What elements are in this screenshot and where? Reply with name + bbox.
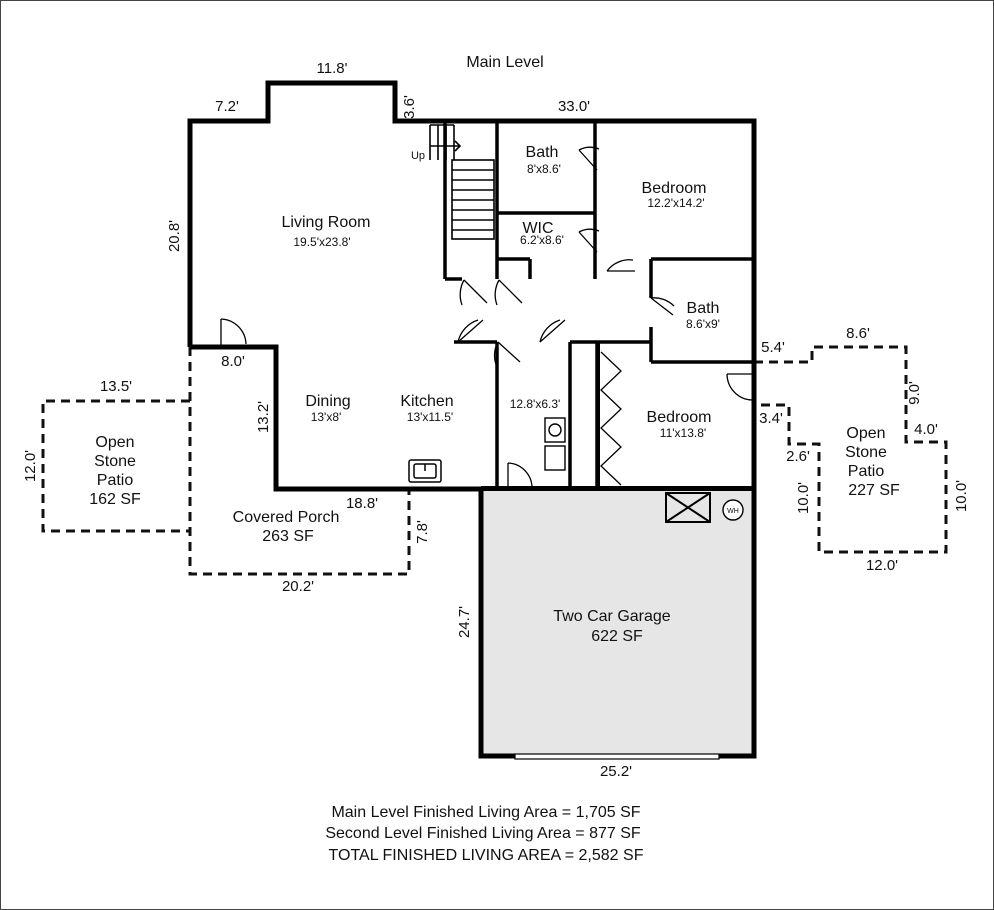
dim-bump-side: 3.6' bbox=[401, 95, 418, 119]
dim-pr-c: 9.0' bbox=[906, 381, 923, 405]
summary-total: TOTAL FINISHED LIVING AREA = 2,582 SF bbox=[329, 847, 644, 864]
patio-right-line2: Stone bbox=[845, 444, 887, 461]
garage-name: Two Car Garage bbox=[553, 608, 670, 625]
dim-pr-b: 8.6' bbox=[846, 325, 870, 342]
wic-size: 6.2'x8.6' bbox=[520, 233, 564, 247]
room-labels: Living Room 19.5'x23.8' Bath 8'x8.6' Bed… bbox=[89, 144, 900, 645]
patio-right-line1: Open bbox=[846, 425, 885, 442]
patio-left-line1: Open bbox=[95, 434, 134, 451]
stairs bbox=[429, 124, 495, 240]
bifold-doors bbox=[600, 351, 622, 486]
outdoor-outlines bbox=[41, 345, 948, 576]
dimension-labels: 7.2' 11.8' 33.0' 8.0' 18.8' 20.2' 13.5' … bbox=[22, 60, 970, 780]
patio-left-line2: Stone bbox=[94, 453, 136, 470]
level-title: Main Level bbox=[466, 54, 543, 71]
dim-pr-i: 12.0' bbox=[866, 557, 898, 574]
porch-name: Covered Porch bbox=[233, 509, 340, 526]
area-summary: Main Level Finished Living Area = 1,705 … bbox=[325, 804, 643, 864]
dim-top-bump: 11.8' bbox=[317, 60, 348, 77]
dim-patio-left-top: 13.5' bbox=[100, 378, 132, 395]
garage-door bbox=[514, 753, 720, 760]
house-outer-wall bbox=[187, 80, 757, 489]
porch-area: 263 SF bbox=[262, 528, 314, 545]
dim-garage-bottom: 25.2' bbox=[600, 763, 632, 780]
dim-pr-d: 4.0' bbox=[914, 421, 938, 438]
summary-main: Main Level Finished Living Area = 1,705 … bbox=[331, 804, 640, 821]
patio-right-area: 227 SF bbox=[848, 482, 900, 499]
patio-left-outline bbox=[41, 399, 190, 533]
bedroom2-size: 11'x13.8' bbox=[660, 426, 706, 440]
dim-pr-h: 10.0' bbox=[953, 480, 970, 512]
kitchen-size: 13'x11.5' bbox=[407, 410, 453, 424]
bath2-size: 8.6'x9' bbox=[686, 317, 720, 331]
patio-right-outline bbox=[754, 345, 948, 554]
dim-step: 8.0' bbox=[221, 353, 245, 370]
bedroom1-size: 12.2'x14.2' bbox=[647, 196, 704, 210]
bedroom2-name: Bedroom bbox=[647, 409, 712, 426]
washer-dryer-icon bbox=[544, 417, 566, 471]
dim-top-left: 7.2' bbox=[215, 98, 239, 115]
kitchen-sink-icon bbox=[408, 459, 442, 483]
dim-patio-left-side: 12.0' bbox=[22, 450, 39, 482]
dim-left-side: 20.8' bbox=[166, 220, 183, 252]
water-heater-icon bbox=[722, 499, 744, 521]
bath2-name: Bath bbox=[687, 300, 720, 317]
stairs-up-label: Up bbox=[411, 150, 425, 162]
dim-pr-f: 2.6' bbox=[786, 448, 810, 465]
patio-left-area: 162 SF bbox=[89, 491, 141, 508]
bath1-size: 8'x8.6' bbox=[527, 162, 561, 176]
laundry-size: 12.8'x6.3' bbox=[510, 397, 561, 411]
living-room-size: 19.5'x23.8' bbox=[293, 235, 350, 249]
dim-porch-side: 7.8' bbox=[414, 520, 431, 544]
living-room-name: Living Room bbox=[282, 214, 371, 231]
bedroom1-name: Bedroom bbox=[642, 180, 707, 197]
garage-area: 622 SF bbox=[591, 628, 643, 645]
dim-top-right: 33.0' bbox=[558, 98, 590, 115]
dim-pr-a: 5.4' bbox=[761, 339, 785, 356]
dim-pr-g: 10.0' bbox=[795, 482, 812, 514]
garage-hatch-icon bbox=[665, 492, 711, 523]
dim-porch-top: 18.8' bbox=[346, 495, 378, 512]
summary-second: Second Level Finished Living Area = 877 … bbox=[325, 825, 641, 842]
house-lower-wall bbox=[190, 344, 481, 492]
wic-name: WIC bbox=[522, 220, 553, 237]
dim-porch-bottom: 20.2' bbox=[282, 578, 314, 595]
patio-right-line3: Patio bbox=[848, 463, 885, 480]
doors bbox=[220, 146, 753, 489]
dim-pr-e: 3.4' bbox=[759, 410, 783, 427]
bath1-name: Bath bbox=[526, 144, 559, 161]
dim-dining-side: 13.2' bbox=[255, 401, 272, 433]
garage-fill bbox=[481, 489, 754, 756]
dining-size: 13'x8' bbox=[311, 410, 342, 424]
water-heater-label: WH bbox=[727, 508, 739, 515]
kitchen-name: Kitchen bbox=[400, 393, 453, 410]
porch-outline bbox=[188, 347, 411, 576]
dim-garage-side: 24.7' bbox=[456, 606, 473, 638]
patio-left-line3: Patio bbox=[97, 472, 134, 489]
dining-name: Dining bbox=[305, 393, 350, 410]
